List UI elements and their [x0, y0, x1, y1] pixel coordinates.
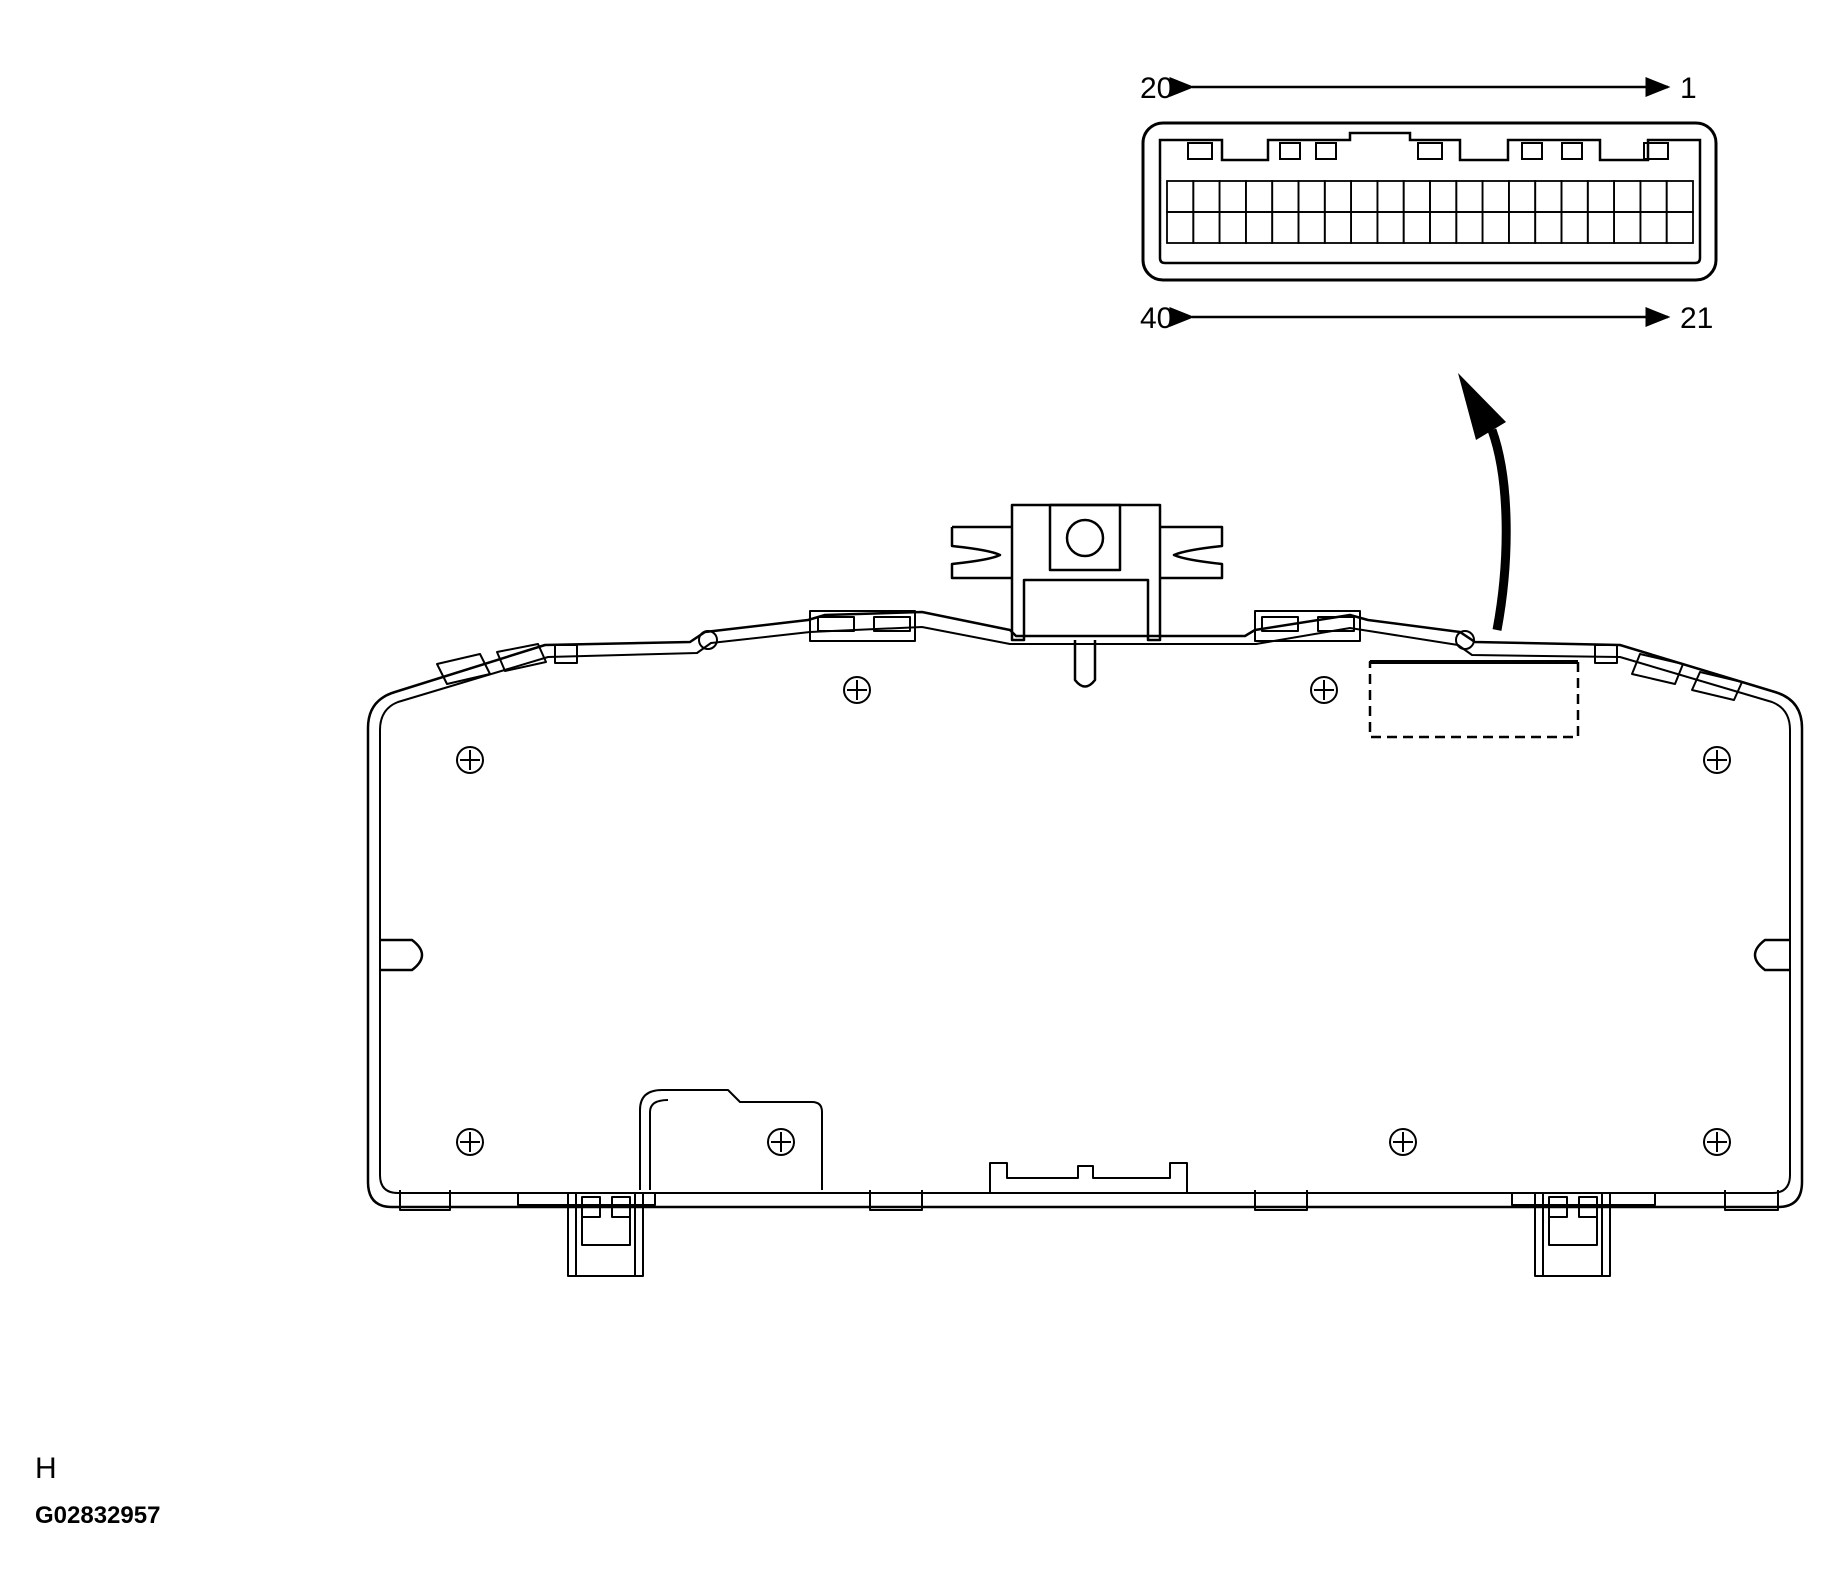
terminal-cavity — [1271, 180, 1300, 213]
terminal-cavity — [1323, 180, 1353, 213]
screw — [456, 746, 484, 774]
screw — [1703, 746, 1731, 774]
terminal-cavity — [1297, 180, 1326, 213]
center-mounting-bracket — [950, 503, 1224, 688]
callout-arrow — [1458, 373, 1511, 631]
terminal-cavity — [1639, 211, 1668, 244]
terminal-cavity — [1166, 180, 1195, 213]
pin-label-top-left: 20 — [1140, 72, 1173, 105]
terminal-cavity — [1192, 180, 1221, 213]
screw — [1703, 1128, 1731, 1156]
right-side-notch — [1753, 938, 1790, 972]
terminal-cavity — [1192, 211, 1221, 244]
terminal-cavity — [1350, 211, 1379, 244]
terminal-cavity — [1429, 180, 1458, 213]
terminal-cavity — [1350, 180, 1379, 213]
meter-body-outline — [366, 610, 1804, 1209]
terminal-cavity — [1402, 180, 1431, 213]
screw — [1310, 676, 1338, 704]
view-letter: H — [35, 1452, 57, 1485]
terminal-cavity — [1508, 211, 1537, 244]
bottom-tabs — [399, 1190, 1779, 1211]
terminal-cavity — [1508, 180, 1537, 213]
terminal-cavity — [1481, 180, 1510, 213]
right-locating-pin — [1455, 630, 1475, 650]
terminal-cavity — [1245, 211, 1274, 244]
terminal-cavity — [1402, 211, 1431, 244]
terminal-cavity — [1613, 211, 1642, 244]
pin-label-bottom-right: 21 — [1680, 302, 1713, 335]
terminal-cavity — [1323, 211, 1353, 244]
bottom-left-hook — [567, 1192, 644, 1277]
terminal-cavity — [1297, 211, 1326, 244]
right-upper-clips — [1254, 610, 1743, 701]
combination-meter-rear — [366, 503, 1804, 1277]
terminal-cavity — [1534, 211, 1563, 244]
terminal-grid — [1166, 180, 1694, 244]
terminal-cavity — [1560, 211, 1589, 244]
bottom-center-clip — [989, 1162, 1188, 1193]
screw — [1389, 1128, 1417, 1156]
figure-id: G02832957 — [35, 1502, 161, 1529]
terminal-cavity — [1560, 180, 1589, 213]
mounting-screws — [456, 676, 1731, 1156]
connector-face — [1141, 77, 1718, 327]
terminal-cavity — [1218, 211, 1247, 244]
callout-arrowhead — [1458, 373, 1506, 440]
left-side-notch — [380, 938, 424, 972]
terminal-cavity — [1376, 211, 1405, 244]
screw — [456, 1128, 484, 1156]
bottom-right-hook — [1534, 1192, 1611, 1277]
pin-label-bottom-left: 40 — [1140, 302, 1173, 335]
terminal-cavity — [1218, 180, 1247, 213]
connector-lock-windows — [1187, 142, 1669, 160]
terminal-cavity — [1665, 180, 1694, 213]
terminal-cavity — [1245, 180, 1274, 213]
terminal-cavity — [1455, 211, 1484, 244]
bottom-raised-panel — [639, 1089, 823, 1190]
terminal-cavity — [1271, 211, 1300, 244]
connector-housing — [1141, 121, 1718, 282]
connector-location-marker — [1368, 660, 1580, 739]
bracket-bolt-hole — [1065, 518, 1105, 558]
terminal-cavity — [1455, 180, 1484, 213]
connector-inner-frame — [1158, 131, 1702, 265]
screw — [767, 1128, 795, 1156]
terminal-cavity — [1586, 180, 1616, 213]
pin-label-top-right: 1 — [1680, 72, 1697, 105]
terminal-cavity — [1639, 180, 1668, 213]
terminal-cavity — [1376, 180, 1405, 213]
screw — [843, 676, 871, 704]
terminal-cavity — [1534, 180, 1563, 213]
left-locating-pin — [698, 630, 718, 650]
terminal-cavity — [1665, 211, 1694, 244]
left-upper-clips — [436, 610, 916, 685]
terminal-cavity — [1166, 211, 1195, 244]
terminal-cavity — [1613, 180, 1642, 213]
terminal-cavity — [1429, 211, 1458, 244]
terminal-cavity — [1586, 211, 1616, 244]
terminal-cavity — [1481, 211, 1510, 244]
